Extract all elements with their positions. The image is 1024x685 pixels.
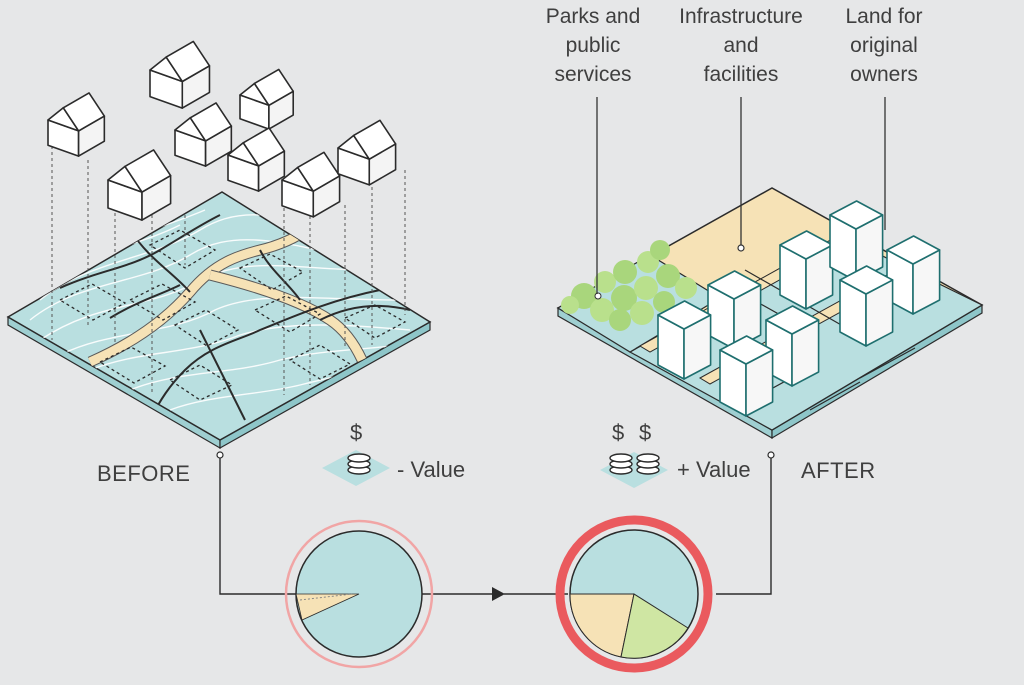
label-infrastructure-line2: and <box>723 34 759 57</box>
building-top <box>719 335 774 365</box>
house-4 <box>174 102 233 167</box>
house-1 <box>47 92 106 157</box>
building-5 <box>707 270 762 350</box>
building-4 <box>839 265 894 347</box>
house-5 <box>107 149 172 221</box>
building-3 <box>886 235 941 315</box>
building-top <box>829 200 884 230</box>
building-top <box>886 235 941 265</box>
house-roof <box>62 92 106 132</box>
label-land-owners: Land for original owners <box>828 2 940 89</box>
before-connector-dot <box>216 451 224 459</box>
label-infrastructure-line3: facilities <box>703 63 779 86</box>
after-dollar-sign-1: $ <box>612 420 625 445</box>
building-top <box>765 305 820 335</box>
label-land-line1: Land for <box>845 5 923 28</box>
before-value-label: - Value <box>397 457 466 482</box>
building-1 <box>779 230 834 310</box>
label-land-line2: original <box>850 34 918 57</box>
house-7 <box>281 151 341 218</box>
building-top <box>707 270 762 300</box>
label-parks: Parks and public services <box>532 2 654 89</box>
label-land-line3: owners <box>850 63 918 86</box>
after-pie <box>555 515 713 673</box>
after-title: AFTER <box>801 458 876 483</box>
building-top <box>657 300 712 330</box>
label-leaders <box>596 97 886 294</box>
before-title: BEFORE <box>97 461 191 486</box>
building-7 <box>765 305 820 387</box>
building-8 <box>719 335 774 417</box>
house-roof <box>352 119 397 160</box>
houses-group <box>47 40 397 221</box>
building-2 <box>829 200 884 282</box>
house-2 <box>149 40 211 109</box>
parcel-boundaries <box>59 214 411 421</box>
house-6 <box>227 127 286 192</box>
before-value-icon <box>322 450 390 486</box>
house-roof <box>124 149 172 193</box>
house-3 <box>239 68 295 130</box>
house-roof <box>242 127 286 167</box>
after-connector-dot <box>767 451 775 459</box>
house-roof <box>189 102 233 142</box>
label-parks-line1: Parks and <box>545 5 641 28</box>
before-dollar-sign: $ <box>350 420 363 445</box>
house-roof <box>296 151 341 192</box>
after-value-icon <box>600 452 668 488</box>
label-infrastructure-line1: Infrastructure <box>679 5 803 28</box>
house-roof <box>165 40 211 83</box>
buildings-group <box>657 200 941 417</box>
house-8 <box>337 119 397 186</box>
arrow-icon <box>492 587 505 601</box>
winding-road <box>87 223 367 368</box>
label-parks-line3: services <box>554 63 632 86</box>
label-parks-line2: public <box>565 34 621 57</box>
park-trees <box>561 240 697 331</box>
building-6 <box>657 300 712 380</box>
building-top <box>839 265 894 295</box>
house-roof <box>253 68 295 107</box>
after-dollar-sign-2: $ <box>639 420 652 445</box>
leader-dot-infrastructure <box>737 244 745 252</box>
after-land-tile <box>556 97 984 440</box>
before-pie <box>284 519 434 669</box>
label-infrastructure: Infrastructure and facilities <box>664 2 818 89</box>
house-drop-lines <box>51 140 406 395</box>
after-value-label: + Value <box>677 457 751 482</box>
before-land-tile <box>6 191 432 450</box>
